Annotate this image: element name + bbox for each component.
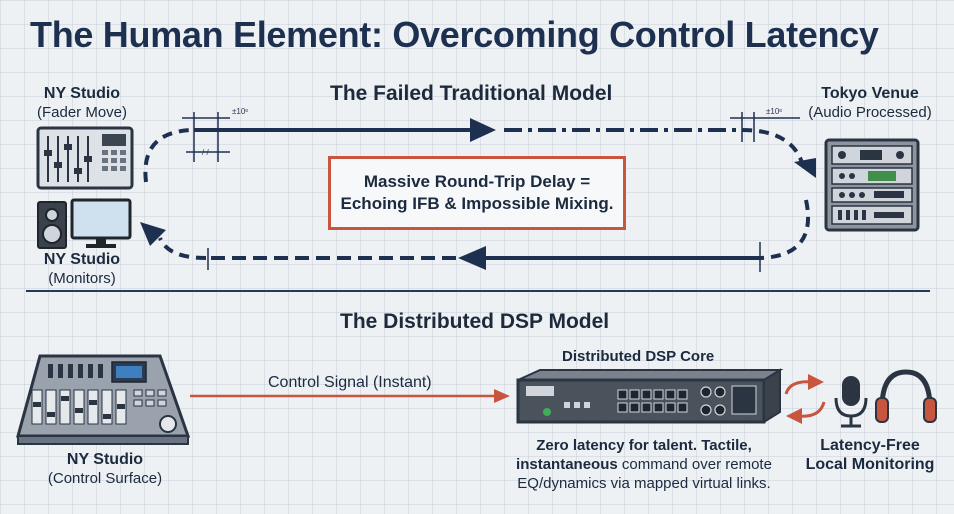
ny-studio-monitors-name: NY Studio [43, 251, 121, 268]
ny-studio-fader-name: NY Studio [43, 85, 121, 102]
control-surface-icon [16, 354, 191, 445]
desc-line-3: EQ/dynamics via mapped virtual links. [517, 475, 771, 492]
traditional-model-heading: The Failed Traditional Model [330, 82, 613, 105]
latency-marker-left: ±10ᵉ [232, 107, 249, 116]
tokyo-rack-icon [824, 138, 920, 232]
fader-console-icon [36, 126, 134, 190]
delay-line-1: Massive Round-Trip Delay = [363, 172, 591, 191]
section-divider [26, 290, 930, 292]
studio-monitors-icon [37, 198, 132, 249]
distributed-model-heading: The Distributed DSP Model [340, 310, 610, 333]
headphones-icon [875, 369, 937, 423]
local-monitoring-line1: Latency-Free [820, 437, 920, 454]
return-curve-left [158, 237, 207, 260]
ny-studio-surface-sub: (Control Surface) [47, 470, 163, 487]
outbound-curve-right [741, 128, 806, 171]
local-monitoring-label: Latency-Free Local Monitoring [800, 436, 940, 474]
tokyo-venue-name: Tokyo Venue [821, 85, 919, 102]
delay-line-2: Echoing IFB & Impossible Mixing. [340, 194, 614, 213]
return-curve-right [759, 199, 811, 260]
ny-studio-fader-sub: (Fader Move) [36, 104, 128, 121]
sync-arrows-icon [784, 374, 826, 424]
ny-studio-surface-name: NY Studio [66, 451, 144, 468]
latency-ticks-right [730, 112, 800, 142]
control-signal-label: Control Signal (Instant) [268, 374, 432, 391]
outbound-arrowhead [470, 118, 496, 142]
latency-ticks-left [182, 112, 230, 162]
outbound-curve-left [143, 128, 193, 183]
microphone-icon [834, 376, 868, 428]
ny-studio-surface-label: NY Studio (Control Surface) [30, 450, 180, 488]
desc-line-2-bold: instantaneous [516, 456, 618, 473]
ny-studio-fader-label: NY Studio (Fader Move) [22, 84, 142, 122]
desc-line-1: Zero latency for talent. Tactile, [536, 437, 752, 454]
ny-studio-monitors-sub: (Monitors) [48, 270, 116, 287]
monitors-arrowhead [140, 222, 166, 246]
page-title: The Human Element: Overcoming Control La… [30, 14, 879, 55]
ny-studio-monitors-label: NY Studio (Monitors) [22, 250, 142, 288]
control-signal-arrowhead [494, 389, 510, 403]
dsp-description: Zero latency for talent. Tactile, instan… [494, 436, 794, 493]
dsp-core-icon [516, 368, 784, 424]
tokyo-venue-sub: (Audio Processed) [808, 104, 932, 121]
dsp-core-label: Distributed DSP Core [562, 348, 715, 365]
tokyo-arrowhead [794, 158, 816, 178]
return-arrowhead-mid [458, 246, 486, 270]
local-monitoring-line2: Local Monitoring [805, 456, 935, 473]
tokyo-venue-label: Tokyo Venue (Audio Processed) [800, 84, 940, 122]
round-trip-delay-box: Massive Round-Trip Delay = Echoing IFB &… [328, 156, 626, 230]
latency-marker-right: ±10ᵉ [766, 107, 783, 116]
desc-line-2-rest: command over remote [617, 456, 772, 473]
